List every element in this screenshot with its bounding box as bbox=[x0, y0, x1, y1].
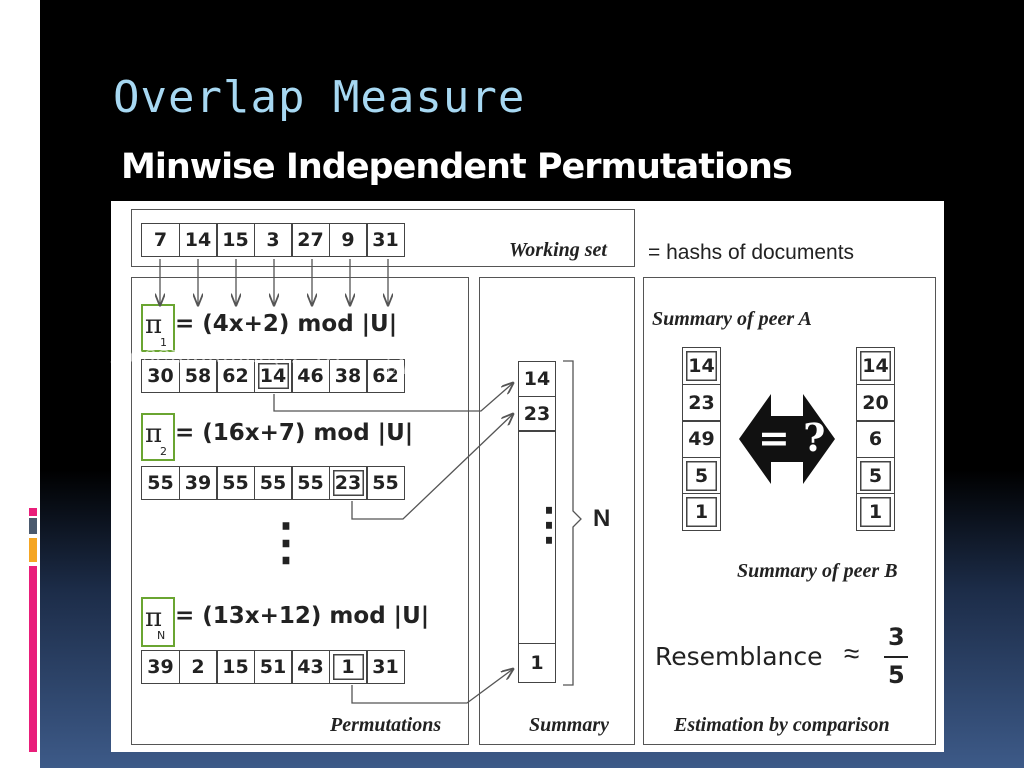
pi-2-cell: 55 bbox=[141, 466, 180, 500]
estimation-label: Estimation by comparison bbox=[674, 714, 890, 736]
pi-1-cell: 62 bbox=[216, 359, 255, 393]
hash-note: = hashs of documents bbox=[648, 241, 855, 264]
pi-n-cell: 15 bbox=[216, 650, 255, 684]
approx-symbol: ≈ bbox=[844, 638, 860, 669]
pi-1-min-cell: 14 bbox=[253, 359, 293, 393]
pi-1-cell: 30 bbox=[141, 359, 180, 393]
working-set-label: Working set bbox=[509, 239, 607, 261]
working-set-cell: 3 bbox=[253, 223, 293, 257]
accent-bar-orange bbox=[29, 538, 37, 562]
pi-2-cells: 55 39 55 55 55 23 55 bbox=[141, 466, 405, 500]
pi-1-cell: 58 bbox=[178, 359, 218, 393]
peer-b-cell: 6 bbox=[856, 420, 895, 458]
peer-a-cell: 14 bbox=[682, 347, 721, 385]
pi-n-cell: 2 bbox=[178, 650, 218, 684]
peer-b-column: 14 20 6 5 1 bbox=[856, 347, 895, 531]
pi-2-min-cell: 23 bbox=[328, 466, 368, 500]
pi-2-subscript: 2 bbox=[160, 445, 167, 458]
fraction-bar bbox=[884, 656, 908, 658]
summary-cell: 23 bbox=[518, 395, 556, 432]
accent-bar-pink-long bbox=[29, 566, 37, 752]
accent-bar-slate bbox=[29, 518, 37, 534]
pi-n-symbol: π bbox=[145, 603, 163, 633]
peer-a-label: Summary of peer A bbox=[652, 308, 812, 330]
working-set-cell: 27 bbox=[291, 223, 330, 257]
overlay-formula-lhs: Resemblance(A, B) = bbox=[111, 340, 370, 369]
pi-1-subscript: 1 bbox=[160, 336, 167, 349]
minwise-diagram: 7 14 15 3 27 9 31 Working set = hashs of… bbox=[111, 201, 944, 752]
resemblance-formula-overlay: Resemblance(A, B) = |A ∩ B| |A ∪ B| bbox=[111, 329, 469, 380]
summary-cell-spacer bbox=[518, 430, 556, 644]
peer-a-cell: 23 bbox=[682, 383, 721, 422]
peer-b-cell: 1 bbox=[856, 493, 895, 531]
pi-2-cell: 55 bbox=[253, 466, 293, 500]
working-set-cell: 15 bbox=[216, 223, 255, 257]
working-set-cell: 9 bbox=[328, 223, 368, 257]
pi-n-formula: = (13x+12) mod |U| bbox=[175, 603, 430, 629]
pi-1-symbol: π bbox=[145, 310, 163, 340]
pi-n-cell: 31 bbox=[366, 650, 405, 684]
peer-a-cell: 1 bbox=[682, 493, 721, 531]
permutations-label: Permutations bbox=[330, 714, 442, 736]
overlay-formula-fraction: |A ∩ B| |A ∪ B| bbox=[380, 329, 469, 380]
pi-n-cell: 51 bbox=[253, 650, 293, 684]
estimation-panel bbox=[643, 277, 936, 745]
summary-dots: ⋮ bbox=[527, 500, 571, 549]
working-set-cell: 7 bbox=[141, 223, 180, 257]
pi-1-formula: = (4x+2) mod |U| bbox=[175, 311, 398, 337]
summary-cell-last: 1 bbox=[518, 642, 556, 683]
pi-2-symbol: π bbox=[145, 419, 163, 449]
slide-title: Overlap Measure bbox=[113, 72, 526, 123]
pi-2-cell: 55 bbox=[291, 466, 330, 500]
working-set-cells: 7 14 15 3 27 9 31 bbox=[141, 223, 405, 257]
permutations-vdots: ⋮ bbox=[261, 514, 311, 570]
pi-n-cells: 39 2 15 51 43 1 31 bbox=[141, 650, 405, 684]
peer-a-column: 14 23 49 5 1 bbox=[682, 347, 721, 531]
pi-2-cell: 55 bbox=[366, 466, 405, 500]
pi-n-subscript: N bbox=[157, 629, 166, 642]
pi-n-box bbox=[141, 597, 175, 647]
compare-symbol: = ? bbox=[758, 415, 826, 460]
summary-column: 14 23 1 bbox=[518, 361, 556, 683]
pi-2-cell: 55 bbox=[216, 466, 255, 500]
accent-bar-pink bbox=[29, 508, 37, 516]
pi-n-min-cell: 1 bbox=[328, 650, 368, 684]
slide-subtitle: Minwise Independent Permutations bbox=[121, 147, 793, 187]
peer-a-cell: 5 bbox=[682, 456, 721, 495]
peer-b-cell: 20 bbox=[856, 383, 895, 422]
pi-2-formula: = (16x+7) mod |U| bbox=[175, 420, 414, 446]
overlay-formula-denominator: |A ∪ B| bbox=[384, 355, 465, 380]
pi-2-box bbox=[141, 413, 175, 461]
fraction-denominator: 5 bbox=[888, 661, 905, 689]
fraction-numerator: 3 bbox=[888, 623, 905, 651]
peer-a-cell: 49 bbox=[682, 420, 721, 458]
pi-1-cells: 30 58 62 14 46 38 62 bbox=[141, 359, 405, 393]
working-set-cell: 14 bbox=[178, 223, 218, 257]
working-set-cell: 31 bbox=[366, 223, 405, 257]
pi-n-cell: 39 bbox=[141, 650, 180, 684]
summary-n-label: N bbox=[593, 505, 611, 532]
peer-b-label: Summary of peer B bbox=[737, 560, 898, 582]
summary-label: Summary bbox=[529, 714, 610, 736]
overlay-formula-numerator: |A ∩ B| bbox=[380, 329, 469, 355]
working-set-panel bbox=[131, 209, 635, 267]
peer-b-cell: 5 bbox=[856, 456, 895, 495]
peer-b-cell: 14 bbox=[856, 347, 895, 385]
pi-n-cell: 43 bbox=[291, 650, 330, 684]
pi-2-cell: 39 bbox=[178, 466, 218, 500]
resemblance-label: Resemblance bbox=[655, 642, 823, 671]
summary-cell: 14 bbox=[518, 361, 556, 397]
